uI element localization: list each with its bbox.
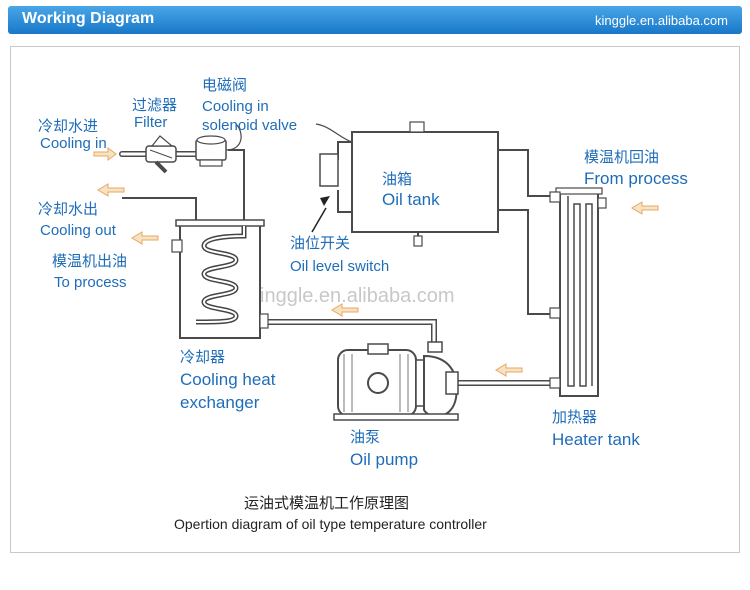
to-process-en-label: To process xyxy=(54,274,127,291)
cooling-in-en-label: Cooling in xyxy=(40,135,107,152)
heater-to-tank-pipe xyxy=(498,149,558,197)
caption-cn: 运油式模温机工作原理图 xyxy=(244,494,409,512)
header-site-link[interactable]: kinggle.en.alibaba.com xyxy=(595,13,728,28)
heater-cn-label: 加热器 xyxy=(552,408,597,426)
heater-en-label: Heater tank xyxy=(552,430,640,449)
flow-arrow-from-process xyxy=(631,201,659,215)
flow-arrow-exchanger xyxy=(331,303,359,317)
filter-icon xyxy=(145,135,177,174)
flow-arrow-to-process xyxy=(131,231,159,245)
solenoid-en-label-2: solenoid valve xyxy=(202,117,297,134)
heat-exchanger-cn-label: 冷却器 xyxy=(180,348,225,366)
level-switch-en-label: Oil level switch xyxy=(290,258,389,275)
tank-to-heater-pipe xyxy=(498,209,558,315)
cooling-out-cn-label: 冷却水出 xyxy=(38,200,98,218)
cooling-out-en-label: Cooling out xyxy=(40,222,117,239)
oil-tank-cn-label: 油箱 xyxy=(382,170,412,188)
heat-exchanger-en-label-2: exchanger xyxy=(180,393,260,412)
from-process-en-label: From process xyxy=(584,169,688,188)
to-process-cn-label: 模温机出油 xyxy=(52,252,127,270)
solenoid-valve-icon xyxy=(195,123,242,167)
cooling-heat-exchanger xyxy=(171,219,269,339)
exchanger-to-pump-pipe xyxy=(259,319,437,349)
flow-arrow-cooling-out xyxy=(97,183,125,197)
diagram-frame xyxy=(10,46,740,553)
filter-cn-label: 过滤器 xyxy=(132,96,177,114)
oil-pump-cn-label: 油泵 xyxy=(350,428,380,446)
from-process-cn-label: 模温机回油 xyxy=(584,148,659,166)
level-switch-cn-label: 油位开关 xyxy=(290,234,350,252)
flow-arrow-cooling-in xyxy=(93,147,117,161)
oil-tank xyxy=(315,121,499,247)
filter-en-label: Filter xyxy=(134,114,167,131)
caption-en: Opertion diagram of oil type temperature… xyxy=(174,516,487,532)
oil-pump xyxy=(333,341,459,421)
valve-to-exchanger-pipe xyxy=(228,149,245,226)
heat-exchanger-en-label-1: Cooling heat xyxy=(180,370,276,389)
oil-tank-en-label: Oil tank xyxy=(382,190,440,209)
heater-tank xyxy=(549,187,607,397)
level-switch-pipe xyxy=(337,141,352,160)
oil-pump-en-label: Oil pump xyxy=(350,450,418,469)
header-banner: Working Diagram kinggle.en.alibaba.com xyxy=(8,6,742,34)
oil-level-switch-icon xyxy=(311,153,339,233)
watermark: kinggle.en.alibaba.com xyxy=(250,285,455,307)
flow-arrow-pump-out xyxy=(495,363,523,377)
solenoid-en-label-1: Cooling in xyxy=(202,98,269,115)
header-bar: Working Diagram kinggle.en.alibaba.com xyxy=(0,0,750,40)
cooling-out-pipe xyxy=(122,197,197,226)
solenoid-cn-label: 电磁阀 xyxy=(202,76,247,94)
cooling-in-cn-label: 冷却水进 xyxy=(38,117,98,135)
header-title: Working Diagram xyxy=(22,10,155,27)
